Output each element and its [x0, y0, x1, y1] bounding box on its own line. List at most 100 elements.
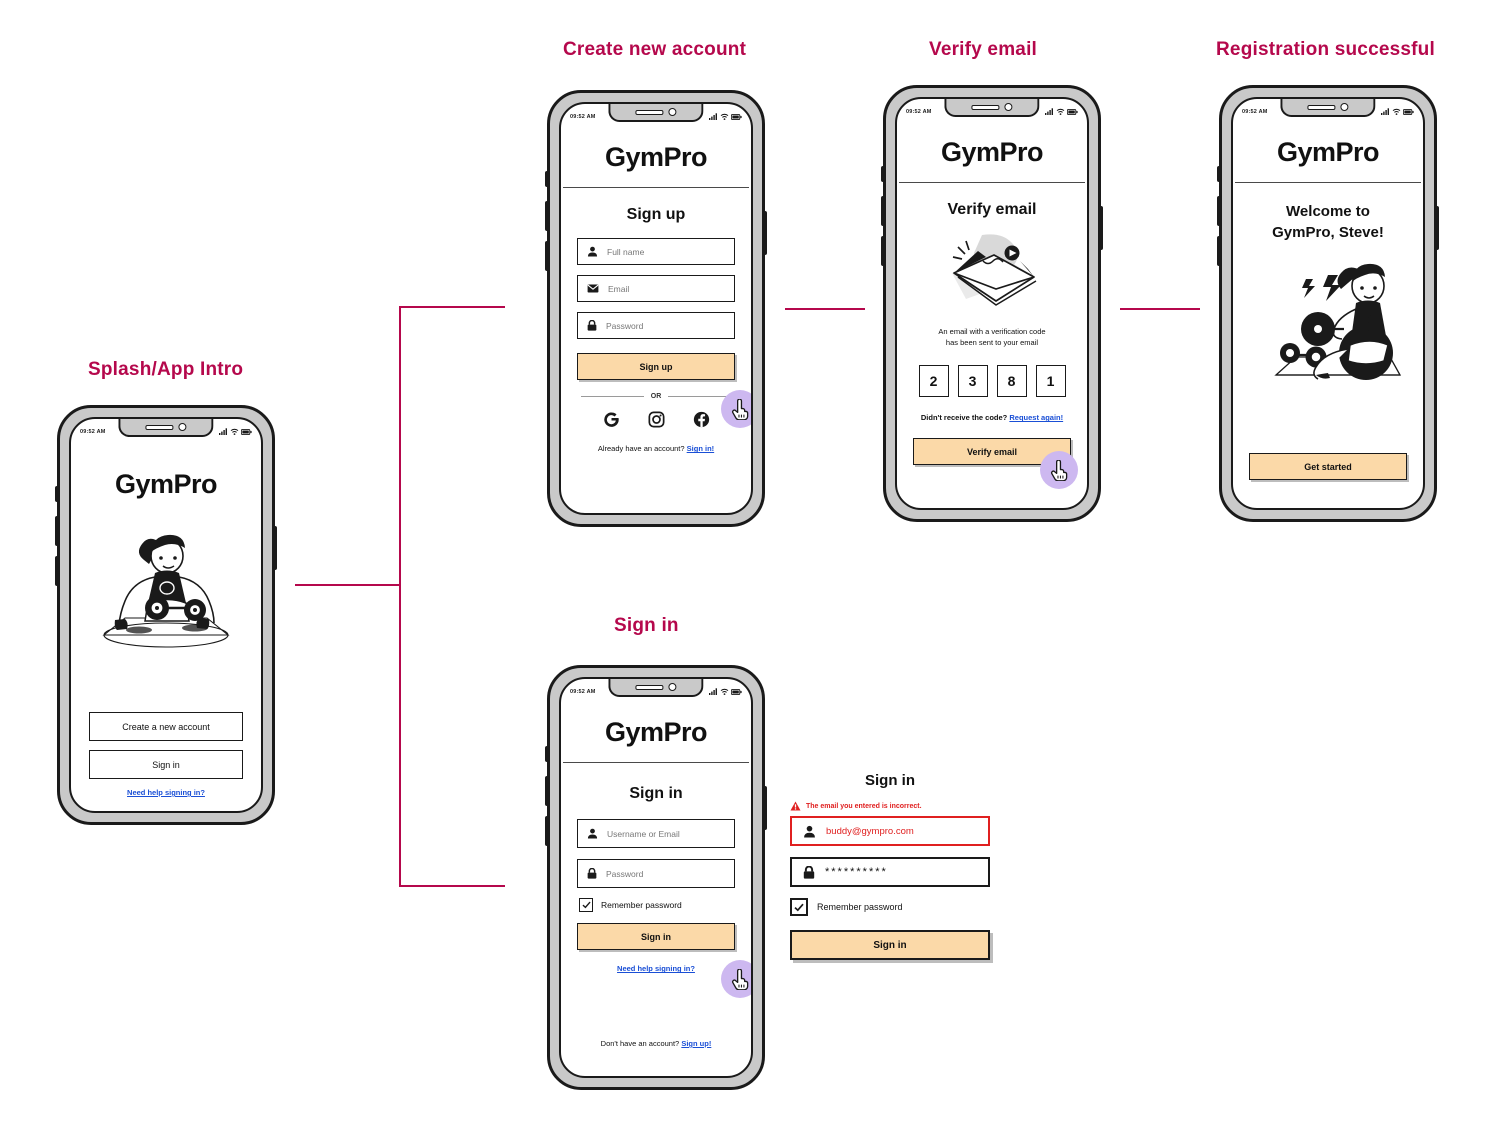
connector-splash-to-branch: [295, 584, 401, 586]
camera-icon: [668, 683, 677, 691]
phone-registration-successful: 09:52 AM GymPro Welcome to GymPro, Steve…: [1217, 85, 1439, 522]
cursor-pointer-signin: [721, 960, 751, 998]
instagram-icon[interactable]: [648, 411, 665, 428]
create-account-button[interactable]: Create a new account: [89, 712, 243, 741]
cursor-pointer-verify: [1040, 451, 1078, 489]
password-placeholder: Password: [606, 868, 644, 879]
phone-button-volume-up[interactable]: [545, 201, 549, 231]
battery-icon: [241, 428, 252, 435]
panel-signin-button[interactable]: Sign in: [790, 930, 990, 960]
phone-button-mute[interactable]: [55, 486, 59, 502]
remember-password-row[interactable]: Remember password: [579, 898, 733, 913]
need-help-link[interactable]: Need help signing in?: [127, 788, 205, 797]
otp-digit-1[interactable]: 2: [918, 365, 949, 398]
phone-button-volume-down[interactable]: [881, 236, 885, 266]
phone-button-volume-down[interactable]: [55, 556, 59, 586]
panel-remember-label: Remember password: [817, 902, 903, 912]
phone-button-power[interactable]: [763, 786, 767, 830]
username-placeholder: Username or Email: [607, 828, 680, 839]
brand-title: GymPro: [114, 469, 218, 499]
user-icon: [804, 825, 815, 837]
screen-verify-email: 09:52 AM GymPro Verify email: [895, 97, 1089, 510]
status-bar: 09:52 AM: [1233, 99, 1423, 121]
lock-icon: [803, 865, 815, 879]
verify-title: Verify email: [947, 201, 1037, 219]
panel-password-input[interactable]: **********: [790, 857, 990, 887]
email-input[interactable]: Email: [577, 275, 735, 303]
connector-verify-to-success: [1120, 308, 1200, 310]
screen-splash: 09:52 AM GymPro: [69, 417, 263, 813]
panel-title: Sign in: [865, 772, 915, 789]
phone-button-volume-up[interactable]: [1217, 196, 1221, 226]
signin-link[interactable]: Sign in!: [686, 444, 715, 454]
phone-button-power[interactable]: [763, 211, 767, 255]
user-icon: [587, 829, 598, 839]
need-help-link[interactable]: Need help signing in?: [617, 964, 695, 974]
envelope-icon: [587, 284, 599, 293]
signin-button[interactable]: Sign in: [89, 750, 243, 779]
battery-icon: [731, 688, 742, 695]
fullname-placeholder: Full name: [607, 246, 645, 257]
password-input[interactable]: Password: [577, 312, 735, 340]
password-placeholder: Password: [606, 320, 644, 331]
facebook-icon[interactable]: [693, 411, 710, 428]
athlete-dumbbell-illustration: [1233, 253, 1423, 393]
wifi-icon: [720, 688, 729, 695]
phone-button-mute[interactable]: [1217, 166, 1221, 182]
brand-title: GymPro: [1276, 137, 1380, 167]
otp-digit-4[interactable]: 1: [1035, 365, 1066, 398]
speaker-icon: [145, 424, 174, 430]
divider: [899, 182, 1085, 184]
panel-remember-checkbox[interactable]: [790, 898, 808, 916]
signal-icon: [709, 688, 717, 695]
signal-icon: [1381, 108, 1389, 115]
error-message-row: The email you entered is incorrect.: [790, 801, 990, 811]
status-time: 09:52 AM: [570, 688, 596, 695]
request-again-link[interactable]: Request again!: [1009, 413, 1064, 423]
phone-button-volume-down[interactable]: [1217, 236, 1221, 266]
speaker-icon: [1307, 104, 1336, 110]
panel-remember-row[interactable]: Remember password: [790, 898, 990, 916]
connector-branch-to-signup: [399, 306, 505, 308]
fullname-input[interactable]: Full name: [577, 238, 735, 266]
status-time: 09:52 AM: [80, 428, 106, 435]
otp-digit-3[interactable]: 8: [996, 365, 1027, 398]
label-splash-app-intro: Splash/App Intro: [88, 359, 244, 380]
signup-link[interactable]: Sign up!: [681, 1039, 712, 1048]
screen-registration-successful: 09:52 AM GymPro Welcome to GymPro, Steve…: [1231, 97, 1425, 510]
status-icons: [219, 428, 252, 435]
email-placeholder: Email: [608, 283, 630, 294]
get-started-button[interactable]: Get started: [1249, 453, 1407, 480]
remember-password-checkbox[interactable]: [579, 898, 593, 913]
cursor-pointer-signup: [721, 390, 751, 428]
google-icon[interactable]: [603, 411, 620, 428]
phone-button-volume-up[interactable]: [881, 196, 885, 226]
status-bar: 09:52 AM: [897, 99, 1087, 121]
brand-title: GymPro: [604, 142, 708, 172]
phone-button-power[interactable]: [1435, 206, 1439, 250]
speaker-icon: [635, 109, 664, 115]
phone-button-volume-up[interactable]: [55, 516, 59, 546]
or-divider: OR: [581, 393, 731, 400]
otp-digit-2[interactable]: 3: [957, 365, 988, 398]
signin-title: Sign in: [629, 785, 683, 803]
phone-button-mute[interactable]: [881, 166, 885, 182]
phone-button-volume-up[interactable]: [545, 776, 549, 806]
user-icon: [587, 247, 598, 257]
phone-button-mute[interactable]: [545, 171, 549, 187]
error-message-text: The email you entered is incorrect.: [806, 802, 922, 810]
resend-row: Didn't receive the code? Request again!: [920, 413, 1064, 423]
phone-button-power[interactable]: [273, 526, 277, 570]
signup-cta-button[interactable]: Sign up: [577, 353, 735, 381]
username-input[interactable]: Username or Email: [577, 819, 735, 849]
phone-button-volume-down[interactable]: [545, 816, 549, 846]
phone-button-volume-down[interactable]: [545, 241, 549, 271]
panel-email-input[interactable]: buddy@gympro.com: [790, 816, 990, 846]
phone-button-power[interactable]: [1099, 206, 1103, 250]
signin-cta-button[interactable]: Sign in: [577, 923, 735, 951]
signal-icon: [219, 428, 227, 435]
label-create-new-account: Create new account: [563, 39, 747, 60]
password-input[interactable]: Password: [577, 859, 735, 889]
phone-button-mute[interactable]: [545, 746, 549, 762]
status-bar: 09:52 AM: [71, 419, 261, 441]
